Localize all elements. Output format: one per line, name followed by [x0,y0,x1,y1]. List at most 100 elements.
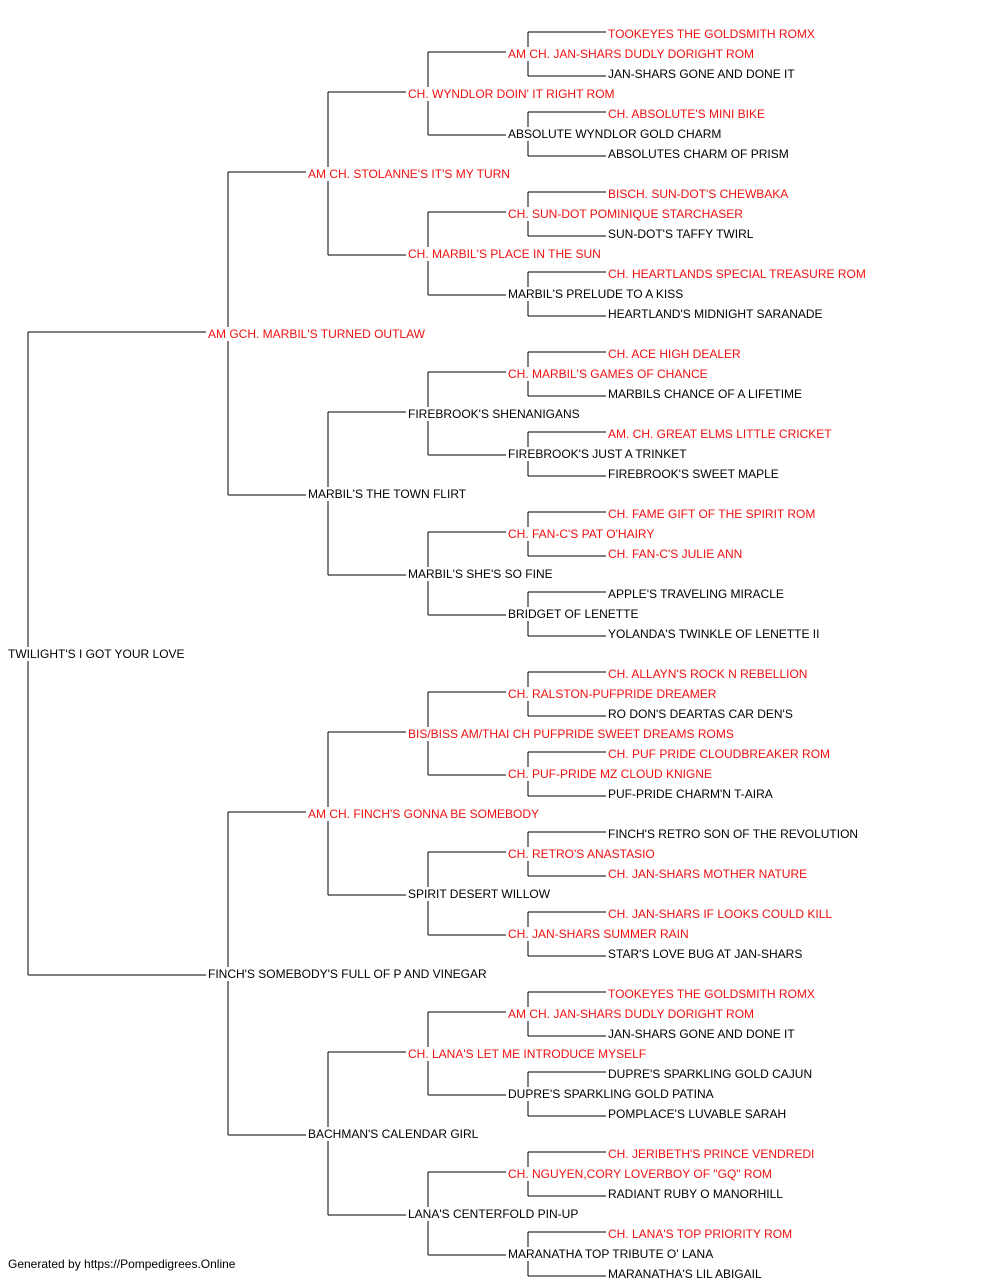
label-backing [507,847,656,861]
label-backing [607,747,832,761]
dog-name-gen5: CH. RALSTON-PUFPRIDE DREAMER [508,687,717,701]
dog-name-gen5: CH. PUF-PRIDE MZ CLOUD KNIGNE [508,767,712,781]
dog-name-gen5: CH. MARBIL'S GAMES OF CHANCE [508,367,708,381]
dog-name-gen6: CH. HEARTLANDS SPECIAL TREASURE ROM [608,267,866,281]
label-backing [607,827,860,841]
label-backing [607,627,821,641]
dog-name-gen6: MARBILS CHANCE OF A LIFETIME [608,387,802,401]
label-backing [507,1007,756,1021]
label-backing [507,1087,715,1101]
dog-name-gen4: MARBIL'S SHE'S SO FINE [408,567,553,581]
label-backing [607,1147,816,1161]
dog-name-gen4: CH. WYNDLOR DOIN' IT RIGHT ROM [408,87,615,101]
dog-name-gen6: JAN-SHARS GONE AND DONE IT [608,67,795,81]
dog-name-gen6: SUN-DOT'S TAFFY TWIRL [608,227,754,241]
label-backing [607,947,804,961]
dog-name-gen5: MARBIL'S PRELUDE TO A KISS [508,287,683,301]
label-backing [607,467,780,481]
label-backing [607,507,817,521]
label-backing [407,247,602,261]
label-backing [407,87,616,101]
label-backing [407,887,552,901]
label-backing [607,1027,797,1041]
dog-name-gen4: BIS/BISS AM/THAI CH PUFPRIDE SWEET DREAM… [408,727,734,741]
label-backing [607,587,785,601]
label-backing [507,207,745,221]
label-backing [507,1247,715,1261]
label-backing [507,527,656,541]
dog-name-gen5: FIREBROOK'S JUST A TRINKET [508,447,687,461]
label-backing [407,567,554,581]
dog-name-gen4: FIREBROOK'S SHENANIGANS [408,407,580,421]
label-backing [607,787,774,801]
dog-name-gen6: FIREBROOK'S SWEET MAPLE [608,467,779,481]
label-backing [407,727,735,741]
dog-name-gen6: STAR'S LOVE BUG AT JAN-SHARS [608,947,802,961]
label-backing [607,987,816,1001]
dog-name-gen3: BACHMAN'S CALENDAR GIRL [308,1127,479,1141]
dog-name-gen6: CH. ABSOLUTE'S MINI BIKE [608,107,765,121]
label-backing [607,307,824,321]
dog-name-gen5: CH. NGUYEN,CORY LOVERBOY OF "GQ" ROM [508,1167,772,1181]
label-backing [207,967,488,981]
label-backing [607,907,834,921]
label-backing [507,767,714,781]
label-backing [607,667,809,681]
label-backing [607,1187,785,1201]
dog-name-gen4: LANA'S CENTERFOLD PIN-UP [408,1207,578,1221]
dog-name-gen3: AM CH. FINCH'S GONNA BE SOMEBODY [308,807,539,821]
label-backing [507,127,723,141]
dog-name-gen1: TWILIGHT'S I GOT YOUR LOVE [8,647,185,661]
label-backing [507,367,709,381]
dog-name-gen6: JAN-SHARS GONE AND DONE IT [608,1027,795,1041]
dog-name-gen6: FINCH'S RETRO SON OF THE REVOLUTION [608,827,858,841]
label-backing [607,347,743,361]
label-backing [507,47,756,61]
dog-name-gen6: MARANATHA'S LIL ABIGAIL [608,1267,762,1280]
dog-name-gen5: AM CH. JAN-SHARS DUDLY DORIGHT ROM [508,47,754,61]
dog-name-gen6: PUF-PRIDE CHARM'N T-AIRA [608,787,773,801]
dog-name-gen5: DUPRE'S SPARKLING GOLD PATINA [508,1087,714,1101]
label-backing [607,1267,763,1280]
label-backing [407,1207,580,1221]
dog-name-gen6: CH. JERIBETH'S PRINCE VENDREDI [608,1147,814,1161]
dog-name-gen5: AM CH. JAN-SHARS DUDLY DORIGHT ROM [508,1007,754,1021]
dog-name-gen5: MARANATHA TOP TRIBUTE O' LANA [508,1247,713,1261]
dog-name-gen6: AM. CH. GREAT ELMS LITTLE CRICKET [608,427,832,441]
dog-name-gen5: ABSOLUTE WYNDLOR GOLD CHARM [508,127,721,141]
label-backing [207,327,427,341]
label-backing [607,1067,814,1081]
label-backing [607,867,809,881]
dog-name-gen6: TOOKEYES THE GOLDSMITH ROMX [608,27,815,41]
footer-credit: Generated by https://Pompedigrees.Online [8,1257,236,1271]
dog-name-gen6: CH. ALLAYN'S ROCK N REBELLION [608,667,807,681]
dog-name-gen5: CH. JAN-SHARS SUMMER RAIN [508,927,689,941]
dog-name-gen5: CH. RETRO'S ANASTASIO [508,847,655,861]
label-backing [307,167,511,181]
dog-name-gen6: POMPLACE'S LUVABLE SARAH [608,1107,786,1121]
label-backing [307,1127,480,1141]
label-backing [7,647,186,661]
label-backing [607,387,804,401]
label-backing [607,267,867,281]
label-backing [507,607,640,621]
label-backing [607,1107,788,1121]
label-backing [607,67,797,81]
label-backing [607,27,816,41]
label-backing [407,1047,648,1061]
dog-name-gen6: HEARTLAND'S MIDNIGHT SARANADE [608,307,823,321]
label-backing [607,187,790,201]
label-backing [307,487,468,501]
dog-name-gen6: YOLANDA'S TWINKLE OF LENETTE II [608,627,819,641]
dog-name-gen6: CH. PUF PRIDE CLOUDBREAKER ROM [608,747,830,761]
dog-name-gen6: CH. LANA'S TOP PRIORITY ROM [608,1227,792,1241]
label-backing [607,1227,794,1241]
dog-name-gen6: CH. JAN-SHARS IF LOOKS COULD KILL [608,907,832,921]
label-backing [407,407,581,421]
label-backing [507,687,718,701]
label-backing [607,107,766,121]
dog-name-gen3: AM CH. STOLANNE'S IT'S MY TURN [308,167,510,181]
dog-name-gen6: CH. FAN-C'S JULIE ANN [608,547,742,561]
dog-name-gen6: DUPRE'S SPARKLING GOLD CAJUN [608,1067,812,1081]
